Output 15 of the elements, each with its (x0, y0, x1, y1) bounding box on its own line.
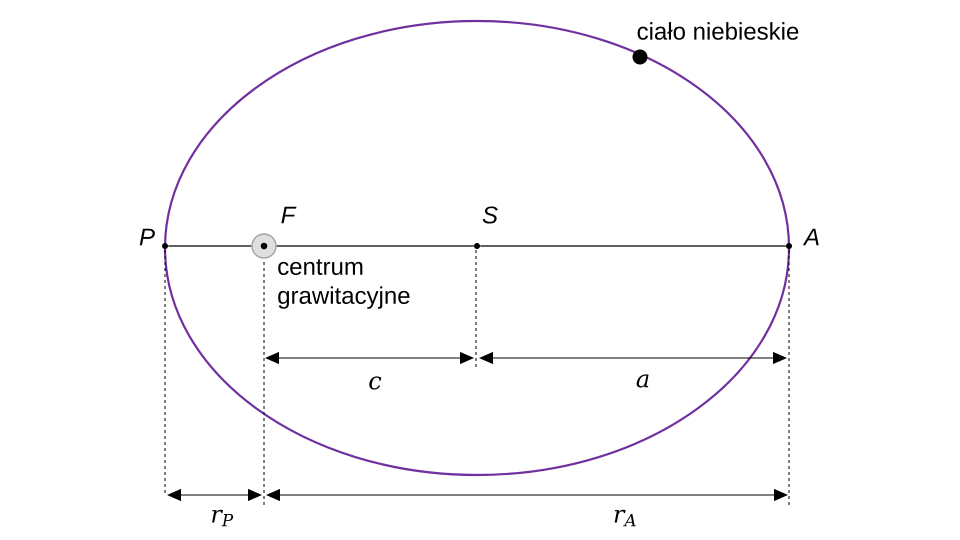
dimension-label: r$_{A}$ (614, 510, 636, 526)
dimension-label: a (636, 374, 649, 388)
point-label: F (281, 206, 296, 224)
point-label: P (140, 228, 155, 246)
dimension-label: r$_{P}$ (212, 510, 234, 526)
axis-line (276, 245, 474, 247)
axis-line (168, 245, 252, 247)
gravity-center-symbol (251, 233, 277, 259)
point-label: A (802, 228, 819, 246)
dimension-label: c (369, 376, 382, 390)
node-label: ciało niebieskie (638, 22, 798, 40)
point-label: S (482, 206, 498, 224)
axis-line (480, 245, 786, 247)
node-label: centrum grawitacyjne (278, 259, 410, 309)
celestial-body-dot (632, 50, 648, 64)
